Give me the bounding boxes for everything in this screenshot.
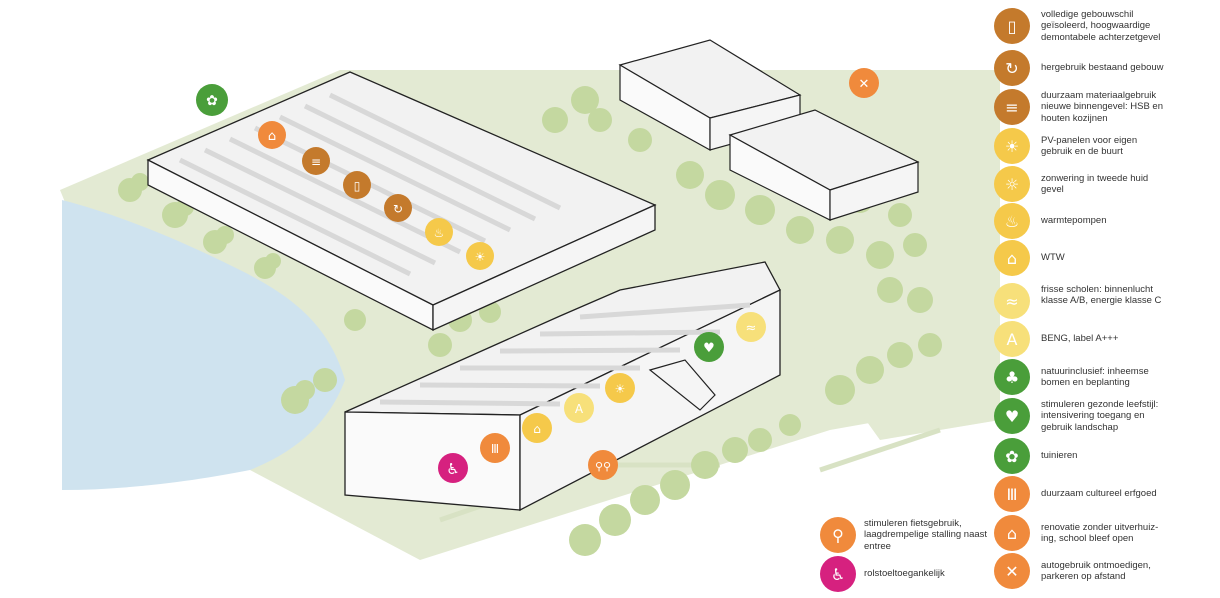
map-marker-gardening: ✿ bbox=[196, 84, 228, 116]
svg-text:▯: ▯ bbox=[354, 179, 361, 193]
svg-text:⌂: ⌂ bbox=[533, 422, 541, 436]
bottom-legend-item: ♿ rolstoeltoegankelijk bbox=[820, 556, 1020, 596]
map-marker-timber: ≡ bbox=[302, 147, 330, 175]
svg-text:⚲⚲: ⚲⚲ bbox=[595, 460, 611, 473]
bottom-legend-label: rolstoeltoegankelijk bbox=[864, 568, 945, 580]
map-marker-wtw: ⌂ bbox=[522, 413, 552, 443]
svg-text:♿: ♿ bbox=[446, 460, 459, 478]
legend-item: A BENG, label A+++ bbox=[994, 321, 1220, 361]
map-marker-heritage: Ⅲ bbox=[480, 433, 510, 463]
map-marker-bicycle: ⚲⚲ bbox=[588, 450, 618, 480]
timber-material-icon: ≡ bbox=[994, 89, 1030, 125]
legend-label: duurzaam materiaalgebruik nieuwe binneng… bbox=[1041, 89, 1164, 124]
renovation-icon: ⌂ bbox=[994, 515, 1030, 551]
legend-label: hergebruik bestaand gebouw bbox=[1041, 62, 1164, 74]
legend-label: natuurinclusief: inheemse bomen en bepla… bbox=[1041, 365, 1149, 389]
legend-label: volledige gebouwschil geïsoleerd, hoogwa… bbox=[1041, 8, 1161, 43]
legend-label: renovatie zonder uitverhuiz-ing, school … bbox=[1041, 521, 1159, 545]
legend-item: ♨ warmtepompen bbox=[994, 203, 1220, 243]
svg-text:⌂: ⌂ bbox=[268, 129, 276, 144]
svg-text:≈: ≈ bbox=[746, 321, 757, 336]
bottom-legend-label: stimuleren fietsgebruik, laagdrempelige … bbox=[864, 517, 988, 552]
map-marker-renovation: ⌂ bbox=[258, 121, 286, 149]
wtw-icon: ⌂ bbox=[994, 240, 1030, 276]
solar-panel-icon: ☀ bbox=[994, 128, 1030, 164]
legend: ▯ volledige gebouwschil geïsoleerd, hoogw… bbox=[994, 0, 1220, 598]
legend-item: ✿ tuinieren bbox=[994, 438, 1220, 478]
no-car-icon: ✕ bbox=[994, 553, 1030, 589]
annex-buildings bbox=[618, 39, 920, 221]
svg-text:♥: ♥ bbox=[703, 341, 715, 356]
legend-label: frisse scholen: binnenlucht klasse A/B, … bbox=[1041, 283, 1162, 307]
svg-text:Ⅲ: Ⅲ bbox=[491, 442, 499, 456]
map-marker-heart: ♥ bbox=[694, 332, 724, 362]
legend-item: ☼ zonwering in tweede huid gevel bbox=[994, 166, 1220, 206]
map-marker-freshair: ≈ bbox=[736, 312, 766, 342]
gardening-icon: ✿ bbox=[994, 438, 1030, 474]
legend-item: ↻ hergebruik bestaand gebouw bbox=[994, 50, 1220, 90]
fresh-air-icon: ≈ bbox=[994, 283, 1030, 319]
legend-item: ☀ PV-panelen voor eigen gebruik en de buu… bbox=[994, 128, 1220, 168]
map-marker-beng: A bbox=[564, 393, 594, 423]
beng-label-icon: A bbox=[994, 321, 1030, 357]
map-marker-reuse: ↻ bbox=[384, 194, 412, 222]
svg-text:✿: ✿ bbox=[206, 93, 218, 109]
map-marker-facade: ▯ bbox=[343, 171, 371, 199]
pond bbox=[62, 200, 345, 490]
svg-text:↻: ↻ bbox=[393, 202, 403, 216]
legend-item: ✕ autogebruik ontmoedigen, parkeren op af… bbox=[994, 553, 1220, 593]
legend-item: ⌂ renovatie zonder uitverhuiz-ing, school… bbox=[994, 515, 1220, 555]
legend-label: autogebruik ontmoedigen, parkeren op afs… bbox=[1041, 559, 1151, 583]
legend-item: ≡ duurzaam materiaalgebruik nieuwe binnen… bbox=[994, 89, 1220, 129]
map-marker-solar: ☀ bbox=[466, 242, 494, 270]
legend-label: BENG, label A+++ bbox=[1041, 333, 1119, 345]
svg-text:☀: ☀ bbox=[475, 250, 486, 264]
legend-label: tuinieren bbox=[1041, 450, 1078, 462]
map-marker-heatpump: ♨ bbox=[425, 218, 453, 246]
heritage-icon: Ⅲ bbox=[994, 476, 1030, 512]
landscape-ground-east bbox=[780, 190, 1000, 440]
footpath-2 bbox=[819, 427, 941, 473]
bicycle-icon: ⚲ bbox=[820, 517, 856, 553]
legend-item: ♥ stimuleren gezonde leefstijl: intensive… bbox=[994, 398, 1220, 438]
sunshade-icon: ☼ bbox=[994, 166, 1030, 202]
heart-plus-icon: ♥ bbox=[994, 398, 1030, 434]
legend-item: ♣ natuurinclusief: inheemse bomen en bepl… bbox=[994, 359, 1220, 399]
facade-panel-icon: ▯ bbox=[994, 8, 1030, 44]
legend-label: stimuleren gezonde leefstijl: intensiver… bbox=[1041, 398, 1159, 433]
map-marker-wheelchair: ♿ bbox=[438, 453, 468, 483]
bottom-legend-item: ⚲stimuleren fietsgebruik, laagdrempelige… bbox=[820, 517, 1020, 557]
legend-item: ≈ frisse scholen: binnenlucht klasse A/B,… bbox=[994, 283, 1220, 323]
legend-label: warmtepompen bbox=[1041, 215, 1107, 227]
reuse-building-icon: ↻ bbox=[994, 50, 1030, 86]
legend-label: PV-panelen voor eigen gebruik en de buur… bbox=[1041, 134, 1138, 158]
heat-pump-icon: ♨ bbox=[994, 203, 1030, 239]
svg-text:✕: ✕ bbox=[859, 77, 870, 92]
map-marker-sunshade: ☀ bbox=[605, 373, 635, 403]
map-marker-nocar: ✕ bbox=[849, 68, 879, 98]
tree-icon: ♣ bbox=[994, 359, 1030, 395]
legend-item: ▯ volledige gebouwschil geïsoleerd, hoogw… bbox=[994, 8, 1220, 48]
svg-text:A: A bbox=[575, 402, 584, 416]
legend-item: ⌂ WTW bbox=[994, 240, 1220, 280]
svg-text:☀: ☀ bbox=[615, 382, 626, 396]
svg-text:≡: ≡ bbox=[311, 155, 321, 169]
svg-text:♨: ♨ bbox=[434, 226, 445, 240]
legend-label: WTW bbox=[1041, 252, 1065, 264]
legend-label: zonwering in tweede huid gevel bbox=[1041, 172, 1149, 196]
wheelchair-icon: ♿ bbox=[820, 556, 856, 592]
legend-label: duurzaam cultureel erfgoed bbox=[1041, 488, 1157, 500]
